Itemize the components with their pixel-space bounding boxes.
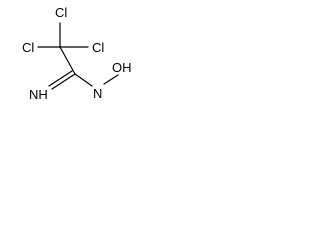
hydroxyl-label: OH (112, 60, 132, 75)
bond-c-n-double-a (51, 73, 76, 90)
chlorine-left-label: Cl (22, 40, 34, 55)
bond-c-n-single (74, 73, 93, 87)
amide-nitrogen-label: N (93, 86, 102, 101)
bond-c-n-double-b (48, 70, 73, 87)
chemical-structure: Cl Cl Cl NH N OH (22, 5, 132, 102)
bond-c-c (59, 46, 76, 75)
bond-n-o (103, 74, 119, 85)
chlorine-right-label: Cl (92, 40, 104, 55)
bonds (37, 22, 119, 90)
chlorine-top-label: Cl (55, 5, 67, 20)
imine-nitrogen-label: NH (29, 87, 48, 102)
atom-labels: Cl Cl Cl NH N OH (22, 5, 132, 102)
